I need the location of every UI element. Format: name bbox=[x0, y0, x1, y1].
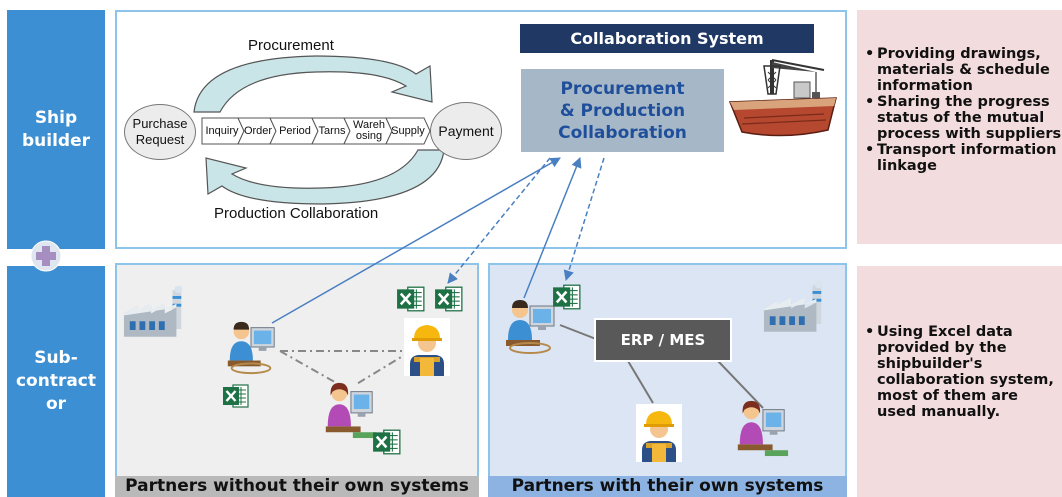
partners-with-systems-caption: Partners with their own systems bbox=[488, 476, 847, 497]
collaboration-system-title: Collaboration System bbox=[520, 24, 814, 53]
shipbuilder-notes: Providing drawings, materials & schedule… bbox=[857, 10, 1062, 244]
worker-icon bbox=[636, 404, 682, 462]
sidebar-shipbuilder-label: Ship builder bbox=[21, 107, 90, 151]
plus-icon bbox=[30, 240, 62, 272]
cycle-label-procurement: Procurement bbox=[248, 37, 334, 54]
office-worker-icon bbox=[732, 396, 790, 460]
note-item: Using Excel data provided by the shipbui… bbox=[865, 324, 1062, 420]
erp-link-lines bbox=[559, 324, 764, 409]
procurement-production-box: Procurement & Production Collaboration bbox=[521, 69, 724, 152]
office-worker-icon bbox=[320, 378, 378, 442]
excel-icon bbox=[434, 284, 464, 314]
payment-label: Payment bbox=[438, 123, 494, 139]
purchase-request-oval: Purchase Request bbox=[124, 104, 196, 160]
worker-icon bbox=[404, 318, 450, 376]
sidebar-subcontractor-label: Sub- contract or bbox=[15, 348, 97, 414]
office-worker-icon bbox=[500, 296, 560, 356]
step-inquiry: Inquiry bbox=[205, 124, 239, 137]
step-tarns: Tarns bbox=[318, 124, 346, 137]
sidebar-shipbuilder: Ship builder bbox=[7, 10, 105, 249]
procurement-production-label: Procurement & Production Collaboration bbox=[558, 78, 687, 143]
sidebar-subcontractor: Sub- contract or bbox=[7, 266, 105, 497]
partners-without-systems-caption: Partners without their own systems bbox=[115, 476, 479, 497]
step-period: Period bbox=[279, 124, 311, 137]
step-warehousing: Wareh osing bbox=[353, 119, 385, 142]
payment-oval: Payment bbox=[430, 102, 502, 160]
note-item: Sharing the progress status of the mutua… bbox=[865, 94, 1062, 142]
process-steps-chevrons bbox=[201, 117, 431, 145]
partner-link-lines bbox=[279, 350, 412, 386]
purchase-request-label: Purchase Request bbox=[132, 116, 188, 147]
note-item: Transport information linkage bbox=[865, 142, 1062, 174]
subcontractor-notes: Using Excel data provided by the shipbui… bbox=[857, 266, 1062, 497]
step-order: Order bbox=[243, 124, 273, 137]
excel-icon bbox=[396, 284, 426, 314]
erp-mes-box: ERP / MES bbox=[594, 318, 732, 362]
shipbuilder-panel bbox=[115, 10, 847, 249]
excel-icon bbox=[222, 382, 250, 410]
factory-icon bbox=[122, 286, 190, 340]
excel-icon bbox=[372, 427, 402, 457]
office-worker-icon bbox=[222, 318, 280, 376]
cycle-label-production: Production Collaboration bbox=[214, 205, 379, 222]
excel-icon bbox=[552, 282, 582, 312]
step-supply: Supply bbox=[391, 124, 425, 137]
note-item: Providing drawings, materials & schedule… bbox=[865, 46, 1062, 94]
factory-icon bbox=[762, 280, 830, 336]
process-cycle-arrows bbox=[193, 55, 445, 205]
